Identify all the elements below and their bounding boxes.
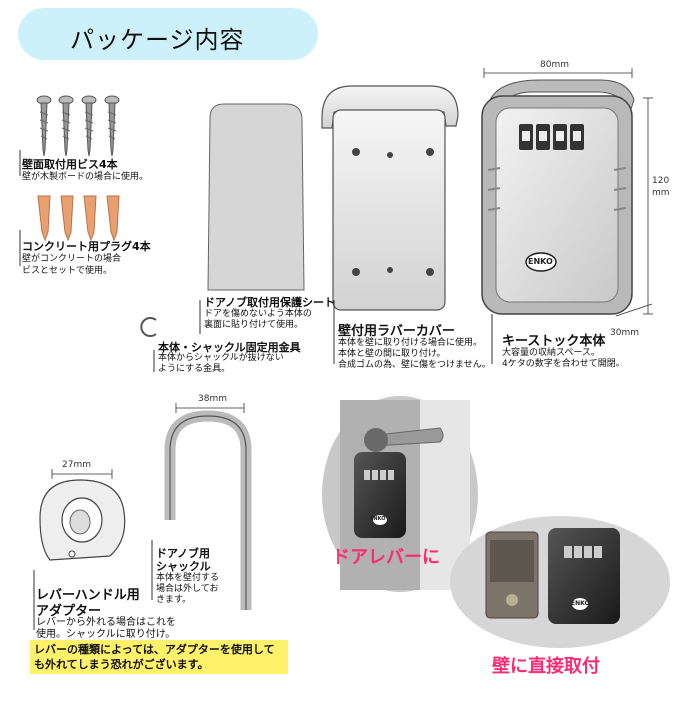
- body-illustration: [481, 68, 653, 317]
- body-desc-2: 4ケタの数字を合わせて開閉。: [502, 359, 625, 369]
- brand-logo-door: ENKO: [370, 516, 386, 522]
- plugs-desc-1: 壁がコンクリートの場合: [22, 254, 122, 264]
- screws-label: 壁面取付用ビス4本: [22, 158, 118, 171]
- plugs-illustration: [37, 195, 120, 242]
- shackle-desc-1: 本体を壁付する: [156, 573, 220, 583]
- shackle-label-1: ドアノブ用: [156, 547, 211, 560]
- title-pill: [18, 8, 318, 60]
- dim-width: 80mm: [540, 60, 569, 70]
- screws-desc: 壁が木製ボードの場合に使用。: [22, 172, 149, 182]
- leader-lines: [19, 150, 493, 630]
- shackle-desc-3: きます。: [156, 595, 192, 605]
- clip-illustration: [140, 317, 157, 337]
- plugs-label: コンクリート用プラグ4本: [22, 240, 151, 253]
- cover-desc-3: 合成ゴムの為、壁に傷をつけません。: [338, 360, 491, 370]
- body-label: キーストック本体: [502, 334, 606, 349]
- cover-illustration: [321, 85, 459, 311]
- shackle-desc-2: 場合は外してお: [156, 584, 219, 594]
- cover-label: 壁付用ラバーカバー: [338, 324, 455, 339]
- wall-caption: 壁に直接取付: [492, 656, 600, 677]
- dim-height-unit: mm: [652, 188, 670, 198]
- wall-photo: [450, 516, 670, 648]
- dim-height: 120: [652, 176, 670, 186]
- clip-desc-1: 本体からシャックルが抜けない: [158, 353, 284, 363]
- body-desc-1: 大容量の収納スペース。: [502, 348, 600, 358]
- adapter-desc-2: 使用。シャックルに取り付け。: [36, 629, 176, 640]
- sheet-desc-2: 裏面に貼り付けて使用。: [204, 320, 304, 330]
- dim-depth: 30mm: [610, 328, 639, 338]
- cover-desc-2: 本体と壁の間に取り付け。: [338, 349, 446, 359]
- clip-desc-2: ようにする金具。: [158, 364, 231, 374]
- sheet-desc-1: ドアを傷めないよう本体の: [204, 309, 312, 319]
- sheet-label: ドアノブ取付用保護シート: [204, 296, 336, 309]
- dim-adapter: 27mm: [62, 460, 91, 470]
- shackle-illustration: [164, 403, 252, 610]
- adapter-desc-1: レバーから外れる場合はこれを: [36, 617, 176, 628]
- screws-illustration: [36, 95, 120, 157]
- sheet-illustration: [207, 103, 305, 291]
- cover-desc-1: 本体を壁に取り付ける場合に使用。: [338, 338, 483, 348]
- door-caption: ドアレバーに: [332, 547, 440, 568]
- warning-note: レバーの種類によっては、アダプターを使用しても外れてしまう恐れがございます。: [30, 640, 288, 674]
- plugs-desc-2: ビスとセットで使用。: [22, 266, 113, 276]
- clip-label: 本体・シャックル固定用金具: [158, 341, 301, 354]
- brand-logo: ENKO: [528, 257, 553, 266]
- adapter-illustration: [39, 469, 126, 561]
- shackle-label-2: シャックル: [156, 560, 211, 573]
- brand-logo-wall: ENKO: [571, 600, 590, 607]
- screw-threads: [39, 111, 117, 140]
- dim-shackle: 38mm: [198, 394, 227, 404]
- adapter-label-2: アダプター: [36, 604, 102, 619]
- page-title: パッケージ内容: [70, 26, 245, 54]
- adapter-label-1: レバーハンドル用: [36, 588, 140, 603]
